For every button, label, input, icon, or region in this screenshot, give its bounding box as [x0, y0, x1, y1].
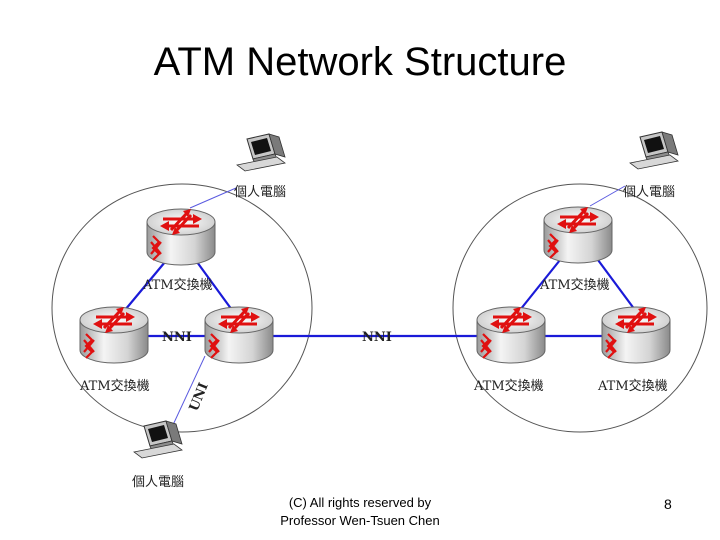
access-link-right-top: [589, 185, 626, 207]
atm-switch-right-top: [542, 205, 614, 265]
footer-line-2: Professor Wen-Tsuen Chen: [280, 513, 440, 528]
page-number: 8: [664, 496, 672, 512]
pc-left-bottom-icon: [133, 420, 183, 459]
left-internal-nni-label: NNI: [162, 330, 192, 345]
pc-right-top-label: 個人電腦: [623, 185, 675, 200]
atm-switch-right-left: [475, 305, 547, 365]
atm-switch-left-right: [203, 305, 275, 365]
right-network-boundary: [452, 183, 708, 433]
link-right-top-to-right: [597, 259, 636, 311]
footer-line-1: (C) All rights reserved by: [288, 495, 432, 510]
left-network-boundary: [51, 183, 313, 433]
left-left-switch-label: ATM交換機: [79, 378, 150, 394]
atm-switch-left-top: [145, 207, 217, 267]
access-link-left-top: [189, 187, 237, 209]
link-left-top-to-left: [124, 261, 166, 311]
right-right-switch-label: ATM交換機: [597, 378, 668, 394]
link-left-top-to-right: [196, 261, 233, 311]
right-top-switch-label: ATM交換機: [539, 277, 610, 293]
atm-switch-left-left: [78, 305, 150, 365]
right-left-switch-label: ATM交換機: [473, 378, 544, 394]
left-top-switch-label: ATM交換機: [142, 277, 213, 293]
slide-title: ATM Network Structure: [153, 40, 567, 84]
pc-left-top-label: 個人電腦: [234, 185, 286, 200]
pc-left-top-icon: [236, 133, 286, 172]
inter-network-nni-label: NNI: [362, 330, 392, 345]
pc-right-top-icon: [629, 131, 679, 170]
pc-left-bottom-label: 個人電腦: [132, 475, 184, 490]
link-right-top-to-left: [519, 259, 561, 311]
slide-footer: (C) All rights reserved by Professor Wen…: [210, 494, 510, 530]
uni-label: UNI: [187, 381, 212, 414]
atm-switch-right-right: [600, 305, 672, 365]
